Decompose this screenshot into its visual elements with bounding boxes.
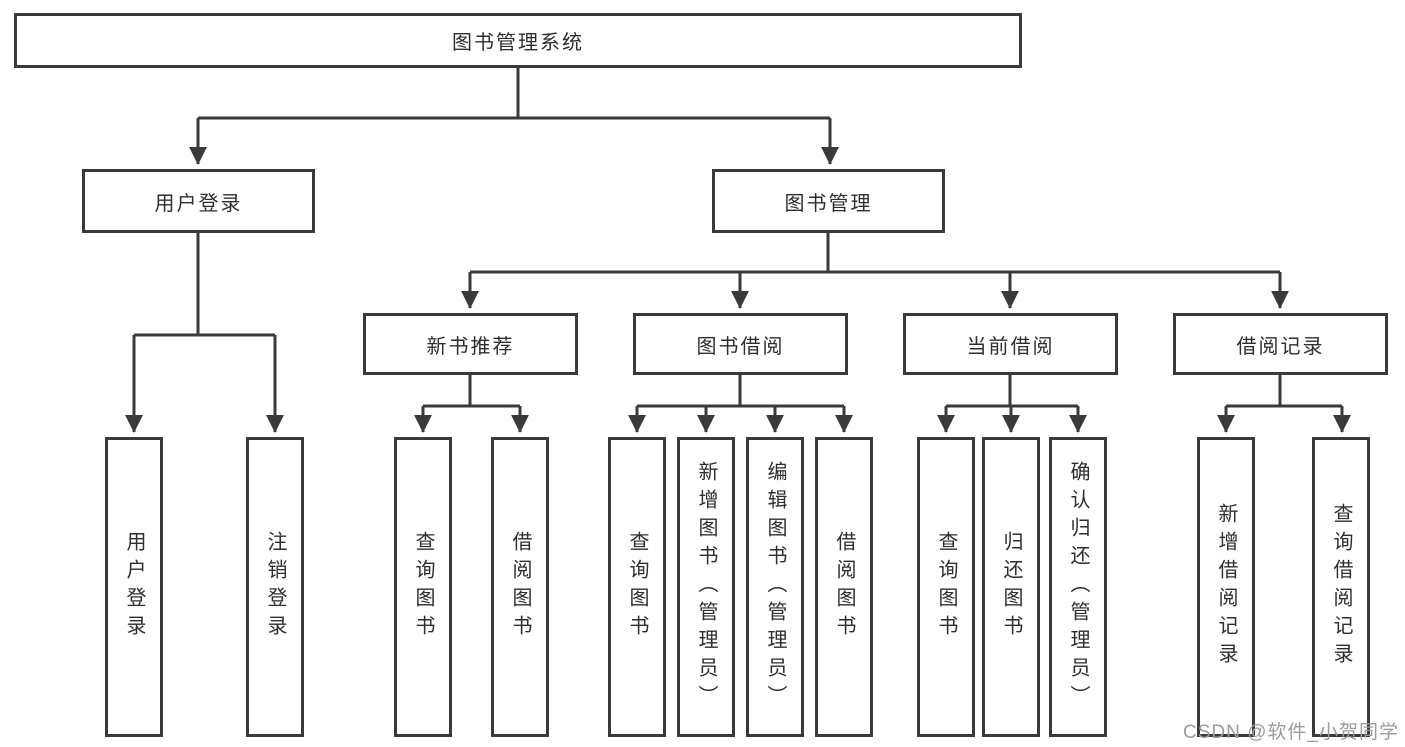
- connector-bookmgmt-to-level3: [461, 233, 1289, 309]
- node-leaf-rec-query-book-label: 查询图书: [412, 531, 434, 643]
- node-leaf-bb-edit-book-label: 编辑图书（管理员）: [764, 461, 786, 713]
- node-new-book-recommend-label: 新书推荐: [426, 335, 515, 358]
- node-leaf-cb-return-book: 归还图书: [982, 437, 1040, 737]
- node-leaf-bb-add-book: 新增图书（管理员）: [677, 437, 735, 737]
- node-book-management: 图书管理: [712, 169, 945, 233]
- connector-borrowrecords-to-leaves: [1217, 375, 1351, 433]
- node-leaf-bb-add-book-label: 新增图书（管理员）: [695, 461, 717, 713]
- csdn-watermark: CSDN @软件_小贺同学: [1183, 722, 1399, 743]
- node-leaf-logout-label: 注销登录: [264, 531, 286, 643]
- node-leaf-cb-query-book: 查询图书: [917, 437, 975, 737]
- node-leaf-user-login: 用户登录: [105, 437, 163, 737]
- node-leaf-br-query-record: 查询借阅记录: [1312, 437, 1370, 737]
- node-leaf-br-add-record: 新增借阅记录: [1197, 437, 1255, 737]
- node-root-label: 图书管理系统: [452, 32, 584, 54]
- node-user-login-label: 用户登录: [154, 192, 243, 215]
- node-borrowing-records: 借阅记录: [1173, 313, 1388, 375]
- node-book-borrowing: 图书借阅: [633, 313, 848, 375]
- node-new-book-recommend: 新书推荐: [363, 313, 578, 375]
- node-leaf-rec-query-book: 查询图书: [394, 437, 452, 737]
- node-leaf-bb-borrow-book-label: 借阅图书: [833, 531, 855, 643]
- node-leaf-cb-query-book-label: 查询图书: [935, 531, 957, 643]
- node-leaf-cb-confirm-return: 确认归还（管理员）: [1049, 437, 1107, 737]
- node-leaf-bb-edit-book: 编辑图书（管理员）: [746, 437, 804, 737]
- node-leaf-cb-confirm-return-label: 确认归还（管理员）: [1067, 461, 1089, 713]
- connector-bookborrow-to-leaves: [628, 375, 853, 433]
- node-current-borrowing-label: 当前借阅: [966, 335, 1055, 358]
- node-root-system: 图书管理系统: [14, 13, 1022, 68]
- connector-root-to-level2: [189, 68, 839, 165]
- node-borrowing-records-label: 借阅记录: [1236, 335, 1325, 358]
- connector-currentborrow-to-leaves: [937, 375, 1087, 433]
- node-leaf-bb-query-book-label: 查询图书: [626, 531, 648, 643]
- node-leaf-cb-return-book-label: 归还图书: [1000, 531, 1022, 643]
- connector-newbookrec-to-leaves: [414, 375, 529, 433]
- node-leaf-logout: 注销登录: [246, 437, 304, 737]
- node-user-login: 用户登录: [82, 169, 315, 233]
- node-leaf-user-login-label: 用户登录: [123, 531, 145, 643]
- node-leaf-rec-borrow-book: 借阅图书: [491, 437, 549, 737]
- node-leaf-br-query-record-label: 查询借阅记录: [1330, 503, 1352, 671]
- node-book-management-label: 图书管理: [784, 192, 873, 215]
- node-leaf-bb-query-book: 查询图书: [608, 437, 666, 737]
- node-leaf-rec-borrow-book-label: 借阅图书: [509, 531, 531, 643]
- node-leaf-bb-borrow-book: 借阅图书: [815, 437, 873, 737]
- node-leaf-br-add-record-label: 新增借阅记录: [1215, 503, 1237, 671]
- node-current-borrowing: 当前借阅: [903, 313, 1118, 375]
- node-book-borrowing-label: 图书借阅: [696, 335, 785, 358]
- connector-userlogin-to-leaves: [125, 233, 284, 433]
